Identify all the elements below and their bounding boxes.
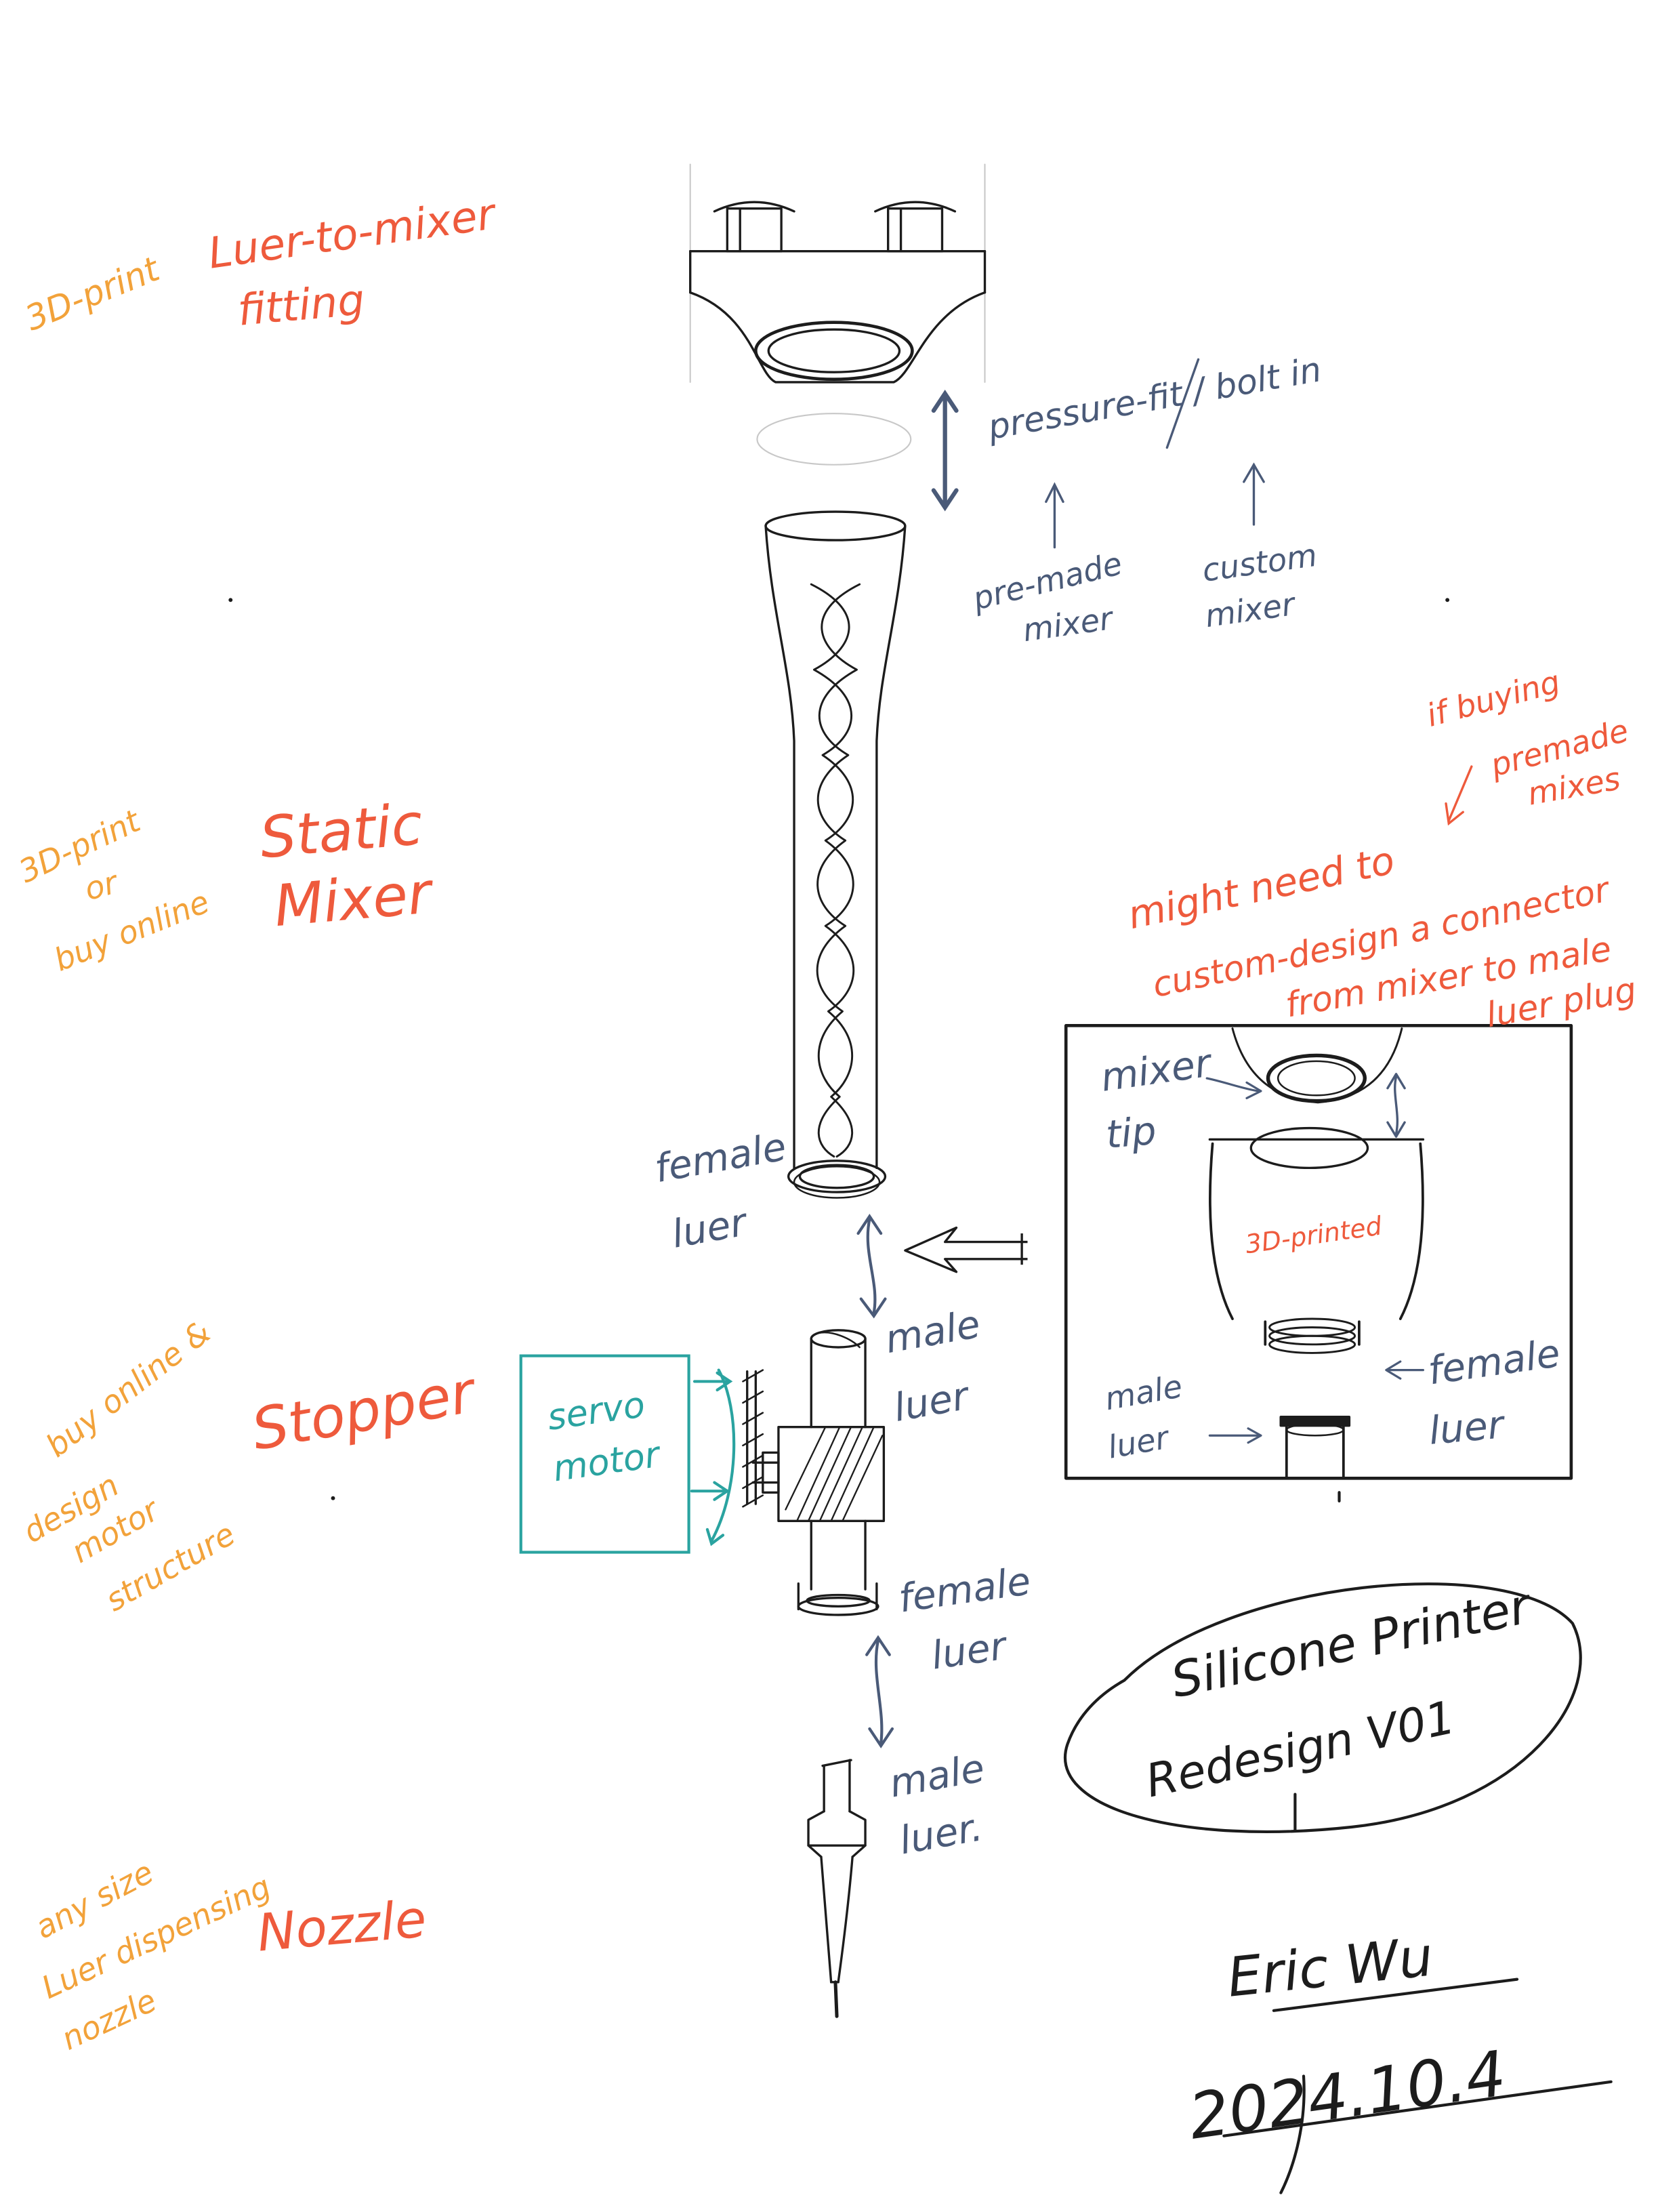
nozzle-method-line-2: Luer dispensing (36, 1868, 276, 2006)
signature: Eric Wu (1224, 1925, 1436, 2009)
title-line-2: Redesign V01 (1141, 1691, 1459, 1808)
inset-male-luer-line-1: male (1102, 1368, 1185, 1417)
servo-line-2: motor (550, 1434, 664, 1490)
method-labels: 3D-print 3D-print or buy online buy onli… (14, 248, 276, 2057)
male-luer-stopper-line-2: luer (890, 1373, 974, 1431)
female-luer-stopper-line-2: luer (929, 1623, 1012, 1678)
inset-female-luer-line-2: luer (1427, 1402, 1508, 1454)
female-luer-stopper-line-1: female (896, 1559, 1033, 1622)
nozzle-name: Nozzle (255, 1889, 428, 1963)
nozzle-drawing (808, 1760, 865, 2016)
inset-callout-arrow (905, 1228, 1028, 1272)
stopper-drawing (743, 1330, 884, 1615)
inset-printed-label: 3D-printed (1243, 1210, 1384, 1259)
inset-male-luer-line-2: luer (1105, 1418, 1173, 1465)
female-luer-top-line-1: female (651, 1124, 789, 1191)
date: 2024.10.4 (1184, 2036, 1510, 2153)
servo-line-1: servo (545, 1384, 648, 1439)
inset-female-luer-line-1: female (1426, 1331, 1563, 1394)
fitting-name-line-2: fitting (236, 275, 367, 335)
premade-mixer-line-2: mixer (1020, 600, 1117, 649)
male-luer-nozzle-line-2: luer. (896, 1805, 986, 1863)
stray-dots (228, 598, 1449, 1500)
if-buying-arrow (1446, 766, 1472, 823)
luer-connection-arrows (858, 1216, 892, 1746)
if-buying-line-1: if buying (1423, 663, 1564, 734)
mixer-method-line-2: or (81, 863, 123, 907)
male-luer-stopper-line-1: male (882, 1302, 984, 1362)
custom-mixer-line-1: custom (1200, 537, 1319, 589)
stopper-method-line-1: buy online & (39, 1313, 218, 1464)
mixer-name-line-2: Mixer (272, 859, 437, 939)
fitting-method: 3D-print (20, 248, 167, 338)
title-line-1: Silicone Printer (1166, 1577, 1538, 1708)
pressure-fit-label: pressure-fit / bolt in (985, 349, 1325, 447)
inset-mixer-tip-line-2: tip (1104, 1109, 1158, 1158)
mixer-method-line-3: buy online (49, 883, 214, 979)
custom-mixer-line-2: mixer (1203, 586, 1299, 634)
inset-mixer-tip-line-1: mixer (1098, 1040, 1216, 1101)
title-block: Silicone Printer Redesign V01 Eric Wu 20… (1141, 1577, 1537, 2153)
pressure-fit-arrow (934, 394, 957, 508)
mixer-name-line-1: Static (257, 791, 426, 872)
stopper-name: Stopper (247, 1358, 482, 1463)
static-mixer-drawing (766, 512, 905, 1197)
servo-labels: servo motor (545, 1384, 664, 1490)
fitting-name-line-1: Luer-to-mixer (205, 189, 501, 279)
luer-to-mixer-fitting-drawing (690, 165, 985, 465)
female-luer-top-line-2: luer (669, 1200, 752, 1257)
male-luer-nozzle-line-1: male (886, 1746, 988, 1806)
mixer-method-line-1: 3D-print (14, 802, 147, 890)
